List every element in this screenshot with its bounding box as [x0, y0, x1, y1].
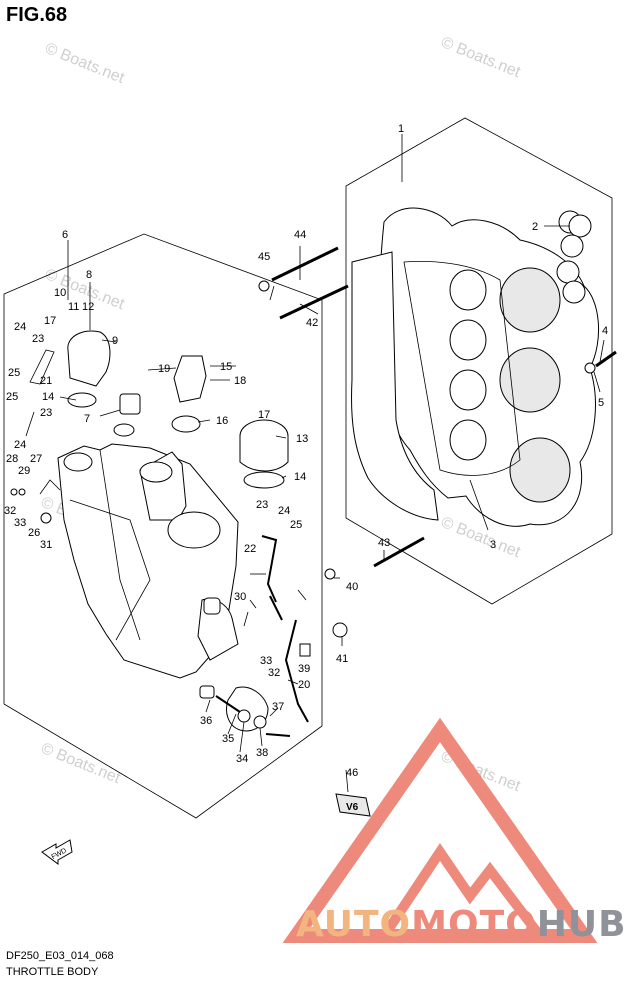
callout-2: 2	[532, 221, 538, 233]
callout-23: 23	[256, 499, 268, 511]
callout-42: 42	[306, 317, 318, 329]
callout-24: 24	[14, 439, 26, 451]
callout-15: 15	[220, 361, 232, 373]
callout-44: 44	[294, 229, 306, 241]
callout-26: 26	[28, 527, 40, 539]
callout-23: 23	[32, 333, 44, 345]
watermark: © Boats.net	[439, 34, 524, 81]
callout-19: 19	[158, 363, 170, 375]
v6-emblem: V6	[335, 793, 371, 817]
logo-auto: AUTO	[296, 904, 412, 945]
logo-triangle	[282, 717, 598, 943]
callout-17: 17	[44, 315, 56, 327]
callout-29: 29	[18, 465, 30, 477]
watermark: © Boats.net	[43, 40, 128, 87]
callout-41: 41	[336, 653, 348, 665]
callout-37: 37	[272, 701, 284, 713]
callout-43: 43	[378, 537, 390, 549]
figure-name: THROTTLE BODY	[6, 966, 99, 978]
callout-4: 4	[602, 325, 608, 337]
callout-9: 9	[112, 335, 118, 347]
bolts	[258, 246, 617, 638]
callout-5: 5	[598, 397, 604, 409]
callout-34: 34	[236, 753, 248, 765]
callout-39: 39	[298, 663, 310, 675]
callout-46: 46	[346, 767, 358, 779]
callout-35: 35	[222, 733, 234, 745]
callout-33: 33	[14, 517, 26, 529]
callout-18: 18	[234, 375, 246, 387]
callout-21: 21	[40, 375, 52, 387]
figure-code: DF250_E03_014_068	[6, 950, 114, 962]
callout-16: 16	[216, 415, 228, 427]
throttle-body	[57, 443, 239, 679]
callout-3: 3	[490, 539, 496, 551]
watermark: © Boats.net	[39, 740, 124, 787]
figure-title: FIG.68	[6, 4, 68, 26]
callout-22: 22	[244, 543, 256, 555]
callout-25: 25	[290, 519, 302, 531]
logo-mountain	[379, 843, 544, 940]
callout-31: 31	[40, 539, 52, 551]
throttle-parts	[10, 330, 311, 737]
callout-25: 25	[6, 391, 18, 403]
callout-13: 13	[296, 433, 308, 445]
callout-20: 20	[298, 679, 310, 691]
callout-23: 23	[40, 407, 52, 419]
v6-text: V6	[346, 802, 359, 813]
callout-33: 33	[260, 655, 272, 667]
callout-1: 1	[398, 123, 404, 135]
manifold-frame	[345, 117, 613, 605]
throttle-frame	[3, 233, 323, 819]
callout-25: 25	[8, 367, 20, 379]
fwd-arrow: FWD	[41, 839, 73, 865]
intake-manifold	[351, 207, 600, 527]
logo-mark	[282, 717, 598, 943]
callout-27: 27	[30, 453, 42, 465]
callout-6: 6	[62, 229, 68, 241]
logo-hub: HUB	[536, 904, 624, 945]
callout-14: 14	[42, 391, 54, 403]
callout-8: 8	[86, 269, 92, 281]
callout-24: 24	[14, 321, 26, 333]
callout-32: 32	[4, 505, 16, 517]
callout-40: 40	[346, 581, 358, 593]
callout-28: 28	[6, 453, 18, 465]
leader-lines	[59, 134, 605, 793]
callout-36: 36	[200, 715, 212, 727]
callout-7: 7	[84, 413, 90, 425]
callouts: 1 2 3 4 5 6 7 8 9 10 11 12 13 14 14 15 1…	[4, 123, 608, 779]
callout-32: 32	[268, 667, 280, 679]
callout-45: 45	[258, 251, 270, 263]
callout-11: 11	[68, 301, 79, 313]
callout-12: 12	[82, 301, 94, 313]
callout-38: 38	[256, 747, 268, 759]
logo-moto: MOTO	[411, 904, 537, 945]
callout-24: 24	[278, 505, 290, 517]
logo-wordmark: AUTOMOTOHUB	[296, 904, 624, 945]
callout-10: 10	[54, 287, 66, 299]
callout-17: 17	[258, 409, 270, 421]
callout-14: 14	[294, 471, 306, 483]
callout-30: 30	[234, 591, 246, 603]
